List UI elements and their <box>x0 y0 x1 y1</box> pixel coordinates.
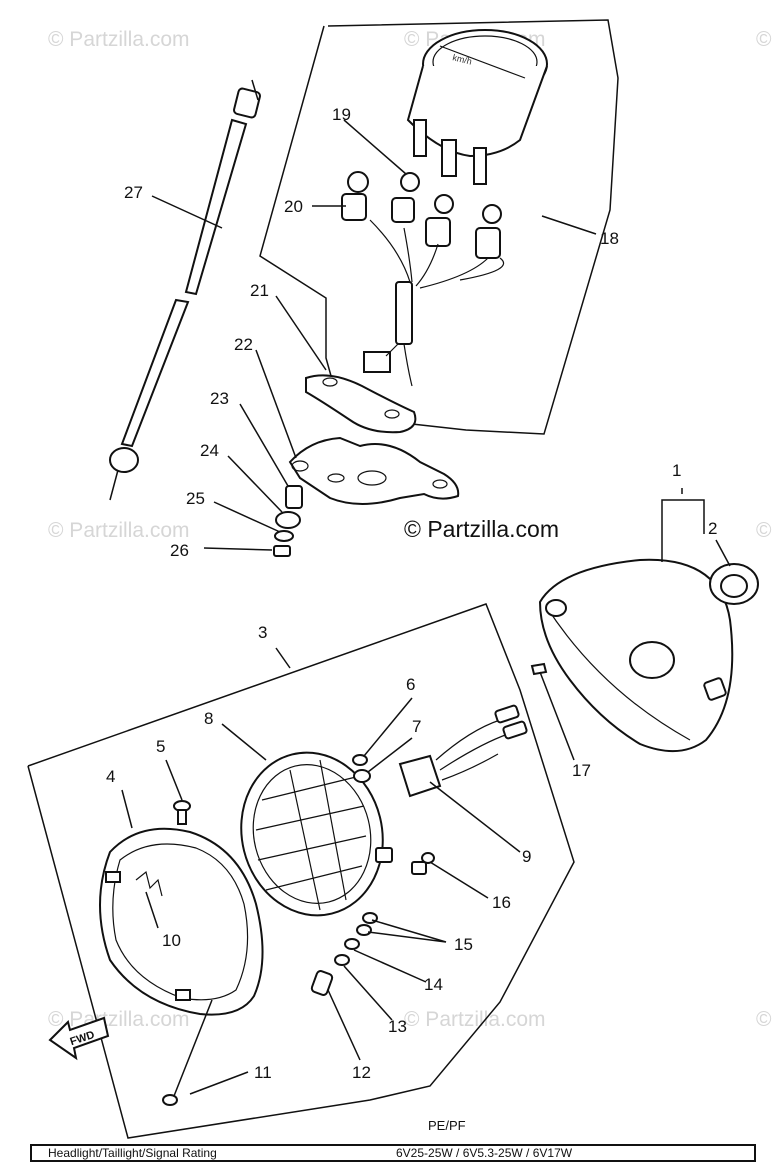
headlight-rim-4 <box>99 827 264 1016</box>
beam-terminal <box>375 847 393 863</box>
screw-5 <box>173 800 191 825</box>
svg-text:km/h: km/h <box>452 52 473 66</box>
washer-13 <box>334 954 350 966</box>
washer-7 <box>353 769 371 783</box>
callout-16: 16 <box>492 893 511 912</box>
callout-12: 12 <box>352 1063 371 1082</box>
watermark-top-left: © Partzilla.com <box>48 28 190 51</box>
rating-label: Headlight/Taillight/Signal Rating <box>48 1146 217 1160</box>
screw-11 <box>162 999 213 1106</box>
callout-6: 6 <box>406 675 415 694</box>
callout-22: 22 <box>234 335 253 354</box>
callout-26: 26 <box>170 541 189 560</box>
nut-15 <box>356 924 372 936</box>
callout-7: 7 <box>412 717 421 736</box>
callout-17: 17 <box>572 761 591 780</box>
callout-8: 8 <box>204 709 213 728</box>
watermark-bottom-right: © <box>756 1008 772 1031</box>
group-outline-3 <box>27 603 575 1139</box>
speedometer: km/h <box>406 29 548 158</box>
bulb-19 <box>391 172 420 223</box>
callout-23: 23 <box>210 389 229 408</box>
callout-20: 20 <box>284 197 303 216</box>
bulb-socket-a <box>425 194 454 247</box>
watermark-top-right: © <box>756 28 772 51</box>
callout-9: 9 <box>522 847 531 866</box>
collar-23 <box>285 485 303 509</box>
washer-25 <box>274 530 294 542</box>
callout-5: 5 <box>156 737 165 756</box>
bulb-socket-b <box>475 204 502 259</box>
rating-value: 6V25-25W / 6V5.3-25W / 6V17W <box>396 1146 573 1160</box>
nut-26 <box>273 545 291 557</box>
callout-3: 3 <box>258 623 267 642</box>
callout-27: 27 <box>124 183 143 202</box>
leader-lines <box>121 119 731 1095</box>
watermark-main: © Partzilla.com <box>404 516 559 542</box>
wire-connector <box>363 351 391 373</box>
callout-15: 15 <box>454 935 473 954</box>
wire-leads <box>385 343 413 387</box>
screw-17 <box>530 662 548 676</box>
watermark-mid-left: © Partzilla.com <box>48 519 190 542</box>
callout-1: 1 <box>672 461 681 480</box>
bulb-socket-20 <box>341 171 369 221</box>
rating-bar: Headlight/Taillight/Signal Rating 6V25-2… <box>30 1144 756 1162</box>
collar-12 <box>310 970 334 996</box>
callout-14: 14 <box>424 975 443 994</box>
meter-stud <box>441 139 457 177</box>
callout-13: 13 <box>388 1017 407 1036</box>
variant-label: PE/PF <box>428 1118 466 1133</box>
fwd-arrow-icon: FWD <box>48 1016 110 1061</box>
callout-19: 19 <box>332 105 351 124</box>
headlight-case-1 <box>538 558 734 753</box>
meter-wiring <box>369 219 505 289</box>
callout-18: 18 <box>600 229 619 248</box>
cushion-21 <box>305 374 417 434</box>
speedometer-cable-27 <box>109 79 261 501</box>
washer-14 <box>344 938 360 950</box>
meter-stud <box>473 147 487 185</box>
callout-4: 4 <box>106 767 115 786</box>
nut-16 <box>421 852 435 864</box>
callout-2: 2 <box>708 519 717 538</box>
spring-10 <box>135 870 163 897</box>
callout-21: 21 <box>250 281 269 300</box>
callout-25: 25 <box>186 489 205 508</box>
meter-stud <box>413 119 427 157</box>
damper-24 <box>275 511 301 529</box>
beam-terminal <box>411 861 427 875</box>
group-outline-18 <box>259 19 619 435</box>
watermark-mid-right: © <box>756 519 772 542</box>
sealed-beam-8 <box>240 751 384 917</box>
callout-24: 24 <box>200 441 219 460</box>
callout-11: 11 <box>254 1063 272 1082</box>
grommet-2 <box>709 563 759 605</box>
socket-cord-9 <box>398 704 528 798</box>
wire-loom <box>395 281 413 345</box>
watermark-bottom-center: © Partzilla.com <box>404 1008 546 1031</box>
callout-10: 10 <box>162 931 181 950</box>
nut-6 <box>352 754 368 766</box>
